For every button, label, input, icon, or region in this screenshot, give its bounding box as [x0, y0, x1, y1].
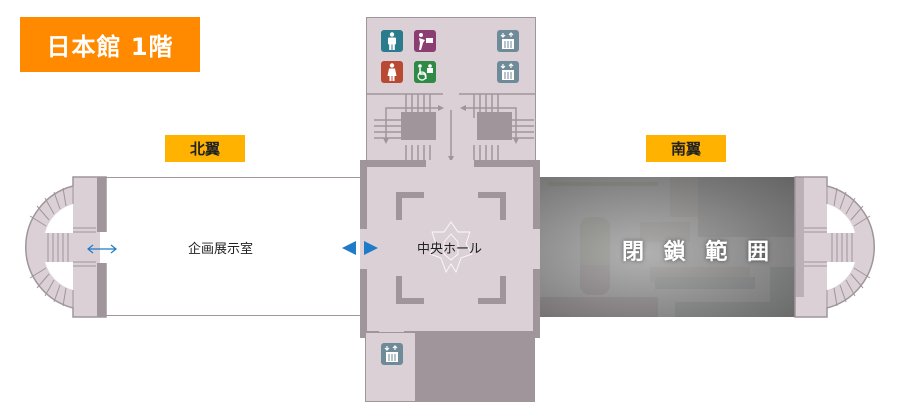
hall-pillars: [396, 192, 506, 304]
hall-floor-emblem-icon: [429, 221, 473, 274]
female-restroom-icon[interactable]: [381, 61, 403, 83]
north-wing-tag: 北翼: [165, 135, 245, 162]
passage-arrows-icon[interactable]: [340, 239, 380, 257]
east-stair-tower: [794, 176, 876, 318]
central-hall-label: 中央ホール: [417, 242, 483, 257]
staircase-north: [366, 93, 536, 162]
male-restroom-icon[interactable]: [381, 30, 403, 52]
north-doorway: [426, 160, 474, 168]
exhibition-room-label: 企画展示室: [188, 242, 254, 257]
double-arrow-icon: [87, 244, 117, 254]
floor-badge: 日本館 1階: [20, 17, 200, 72]
baby-changing-icon[interactable]: [414, 30, 436, 52]
closed-area-overlay: [540, 177, 796, 317]
south-storage-room: [415, 333, 534, 401]
elevator-icon[interactable]: [497, 61, 519, 83]
west-stair-tower: [24, 176, 108, 318]
elevator-icon[interactable]: [497, 30, 519, 52]
accessible-restroom-icon[interactable]: [414, 61, 436, 83]
north-wing-room[interactable]: [104, 177, 362, 316]
south-wing-tag: 南翼: [646, 135, 726, 162]
closed-area-label: 閉 鎖 範 囲: [622, 240, 775, 265]
elevator-icon[interactable]: [381, 343, 403, 365]
east-doorway: [532, 229, 540, 269]
